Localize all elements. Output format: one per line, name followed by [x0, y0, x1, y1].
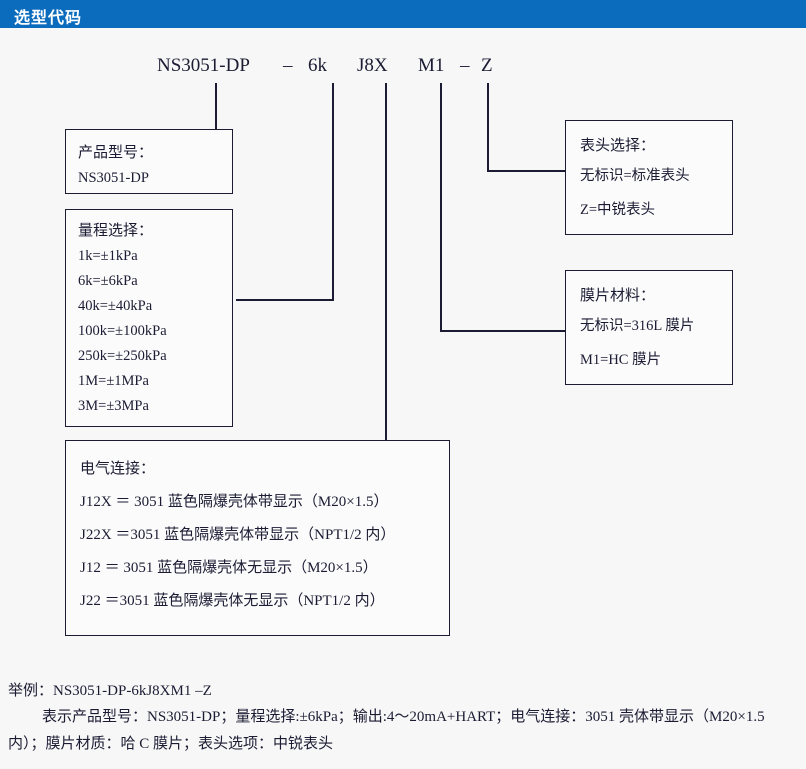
- box-range-row-2: 40k=±40kPa: [78, 298, 153, 314]
- connector-range-horizontal: [236, 299, 334, 301]
- box-range-row-0: 1k=±1kPa: [78, 248, 138, 264]
- connector-meter-head-vertical: [487, 83, 489, 172]
- code-segment-electrical: J8X: [357, 55, 388, 76]
- connector-range-vertical: [332, 83, 334, 301]
- box-product-model-row-0: NS3051-DP: [78, 170, 149, 186]
- box-product-model: 产品型号： NS3051-DP: [65, 129, 233, 194]
- box-electrical-row-2: J12 ＝ 3051 蓝色隔爆壳体无显示（M20×1.5）: [80, 560, 378, 576]
- box-range-row-5: 1M=±1MPa: [78, 373, 149, 389]
- connector-diaphragm-horizontal: [440, 330, 565, 332]
- box-electrical-row-1: J22X ＝3051 蓝色隔爆壳体带显示（NPT1/2 内）: [80, 527, 396, 543]
- code-segment-diaphragm: M1: [418, 55, 445, 76]
- box-range-title: 量程选择：: [78, 223, 154, 239]
- page-title: 选型代码: [14, 8, 83, 27]
- example-line-1: 举例：NS3051-DP-6kJ8XM1 –Z: [8, 683, 212, 699]
- model-code-line: NS3051-DP – 6k J8X M1 – Z: [0, 55, 806, 83]
- box-range-selection: 量程选择： 1k=±1kPa 6k=±6kPa 40k=±40kPa 100k=…: [65, 209, 233, 427]
- box-diaphragm-row-0: 无标识=316L 膜片: [580, 318, 695, 334]
- box-meter-head: 表头选择： 无标识=标准表头 Z=中锐表头: [565, 120, 733, 235]
- connector-diaphragm-vertical: [440, 83, 442, 332]
- box-diaphragm-row-1: M1=HC 膜片: [580, 352, 662, 368]
- box-electrical-connection: 电气连接： J12X ＝ 3051 蓝色隔爆壳体带显示（M20×1.5） J22…: [65, 440, 450, 636]
- example-line-2: 表示产品型号：NS3051-DP；量程选择:±6kPa；输出:4～20mA+HA…: [8, 709, 765, 752]
- box-meter-head-row-0: 无标识=标准表头: [580, 168, 690, 184]
- code-segment-product: NS3051-DP: [157, 55, 250, 76]
- box-range-row-6: 3M=±3MPa: [78, 398, 149, 414]
- box-diaphragm-title: 膜片材料：: [580, 288, 656, 304]
- box-range-row-3: 100k=±100kPa: [78, 323, 167, 339]
- box-meter-head-title: 表头选择：: [580, 138, 656, 154]
- box-diaphragm-material: 膜片材料： 无标识=316L 膜片 M1=HC 膜片: [565, 270, 733, 385]
- code-segment-meter-head: Z: [481, 55, 493, 76]
- code-segment-range: 6k: [308, 55, 327, 76]
- box-electrical-title: 电气连接：: [80, 461, 156, 477]
- example-block: 举例：NS3051-DP-6kJ8XM1 –Z 表示产品型号：NS3051-DP…: [8, 678, 798, 758]
- connector-electrical-vertical: [385, 83, 387, 441]
- code-segment-dash-1: –: [283, 55, 293, 76]
- section-header-bar: [0, 0, 806, 28]
- box-electrical-row-3: J22 ＝3051 蓝色隔爆壳体无显示（NPT1/2 内）: [80, 593, 385, 609]
- box-meter-head-row-1: Z=中锐表头: [580, 202, 656, 218]
- box-range-row-4: 250k=±250kPa: [78, 348, 167, 364]
- box-electrical-row-0: J12X ＝ 3051 蓝色隔爆壳体带显示（M20×1.5）: [80, 494, 389, 510]
- code-segment-dash-2: –: [460, 55, 470, 76]
- connector-product-model: [215, 83, 217, 129]
- box-product-model-title: 产品型号：: [78, 145, 154, 161]
- box-range-row-1: 6k=±6kPa: [78, 273, 138, 289]
- connector-meter-head-horizontal: [487, 170, 565, 172]
